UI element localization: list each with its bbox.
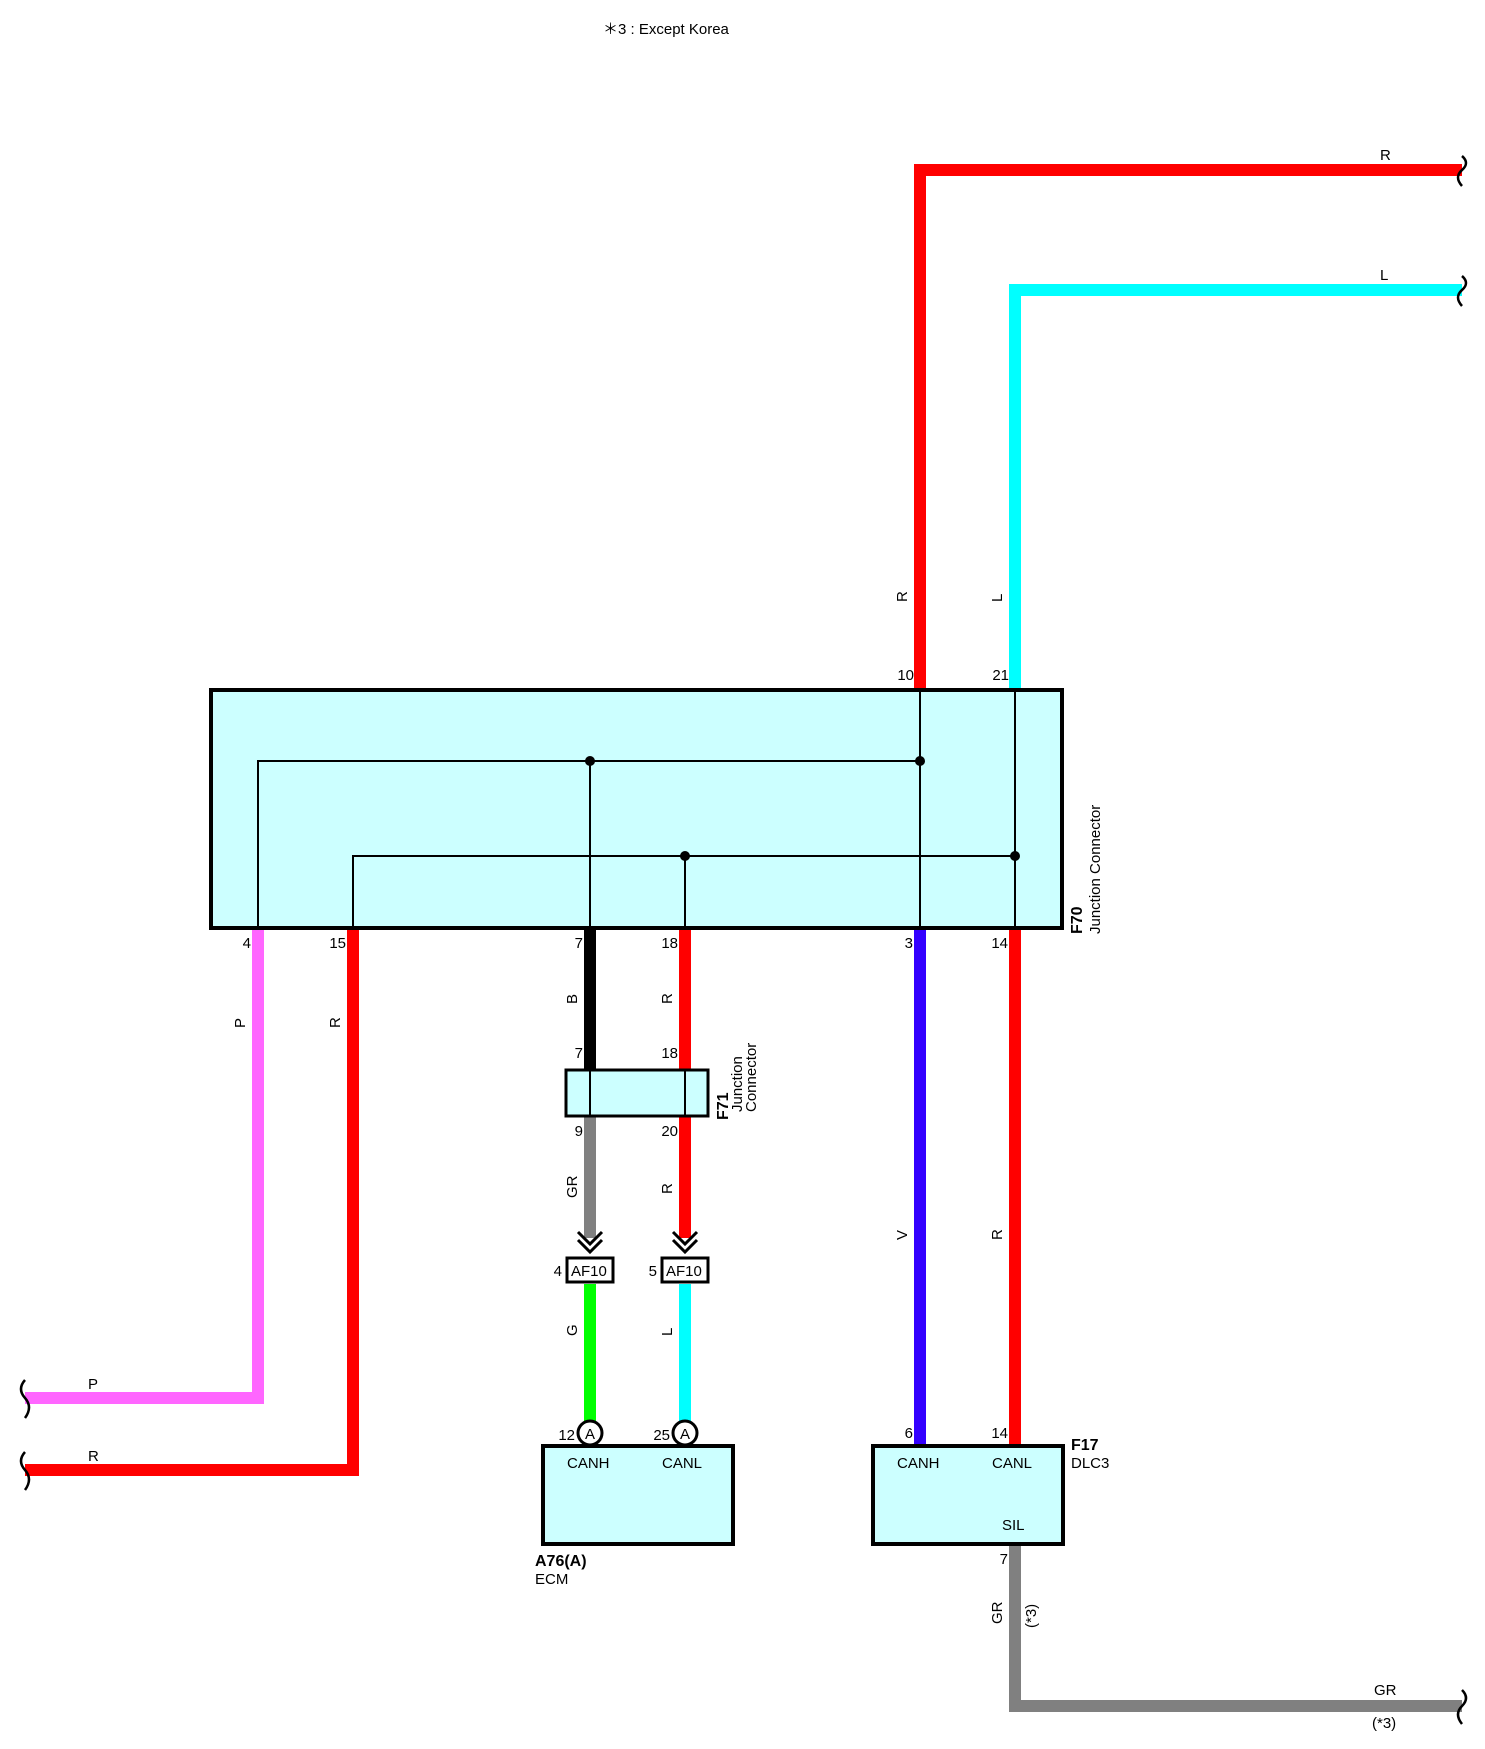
f70-code: F70 [1069,906,1086,934]
ecm-canh: CANH [567,1455,610,1472]
splice-dot [1010,851,1020,861]
ecm-marker: A [585,1426,595,1443]
f71-box [564,1068,710,1118]
wire-color-label: R [88,1448,99,1465]
wire-color-label: L [989,594,1006,602]
break-mark-icon [19,1451,31,1491]
wire-color-label: GR [1374,1682,1397,1699]
af10-label-5: AF10 [666,1263,702,1280]
dlc3-name: DLC3 [1071,1455,1109,1472]
ecm-code: A76(A) [535,1553,587,1570]
wire-color-label: P [232,1018,249,1028]
wire-color-label: P [88,1376,98,1393]
ecm-canl: CANL [662,1455,702,1472]
connector-chevron-icon [576,1238,604,1255]
wire-color-label: R [894,591,911,602]
footnote: ＊3 : Except Korea [603,21,730,38]
af10-box-5 [660,1256,710,1284]
dlc3-canh: CANH [897,1455,940,1472]
pin-number: 6 [905,1425,913,1442]
wire-color-label: R [659,1183,676,1194]
pin-number: 7 [575,1045,583,1062]
f70-bus-h [257,760,920,928]
ecm-connector-a-icon [671,1419,699,1447]
wire-color-label: R [989,1229,1006,1240]
f71-code: F71 [715,1092,732,1120]
ecm-box [541,1444,735,1546]
splice-dot [680,851,690,861]
wire-f70-21-l [1009,284,1462,690]
pin-number: 15 [329,935,346,952]
dlc3-canl: CANL [992,1455,1032,1472]
pin-number: 20 [661,1123,678,1140]
break-mark-icon [1456,275,1468,307]
f70-bus-l [352,855,1015,928]
dlc3-box [871,1444,1065,1546]
connector-chevron-icon [671,1230,699,1247]
pin-number: 14 [991,935,1008,952]
wire-note: (*3) [1372,1715,1396,1732]
af10-label-4: AF10 [571,1263,607,1280]
ecm-connector-a-icon [576,1419,604,1447]
pin-number: 18 [661,935,678,952]
wire-f70-10-r [914,164,1462,690]
pin-number: 4 [554,1263,562,1280]
wire-color-label: V [894,1230,911,1240]
pin-number: 7 [575,935,583,952]
pin-number: 12 [558,1427,575,1444]
pin-number: 4 [243,935,251,952]
pin-number: 7 [1000,1551,1008,1568]
f70-box [209,688,1064,930]
connector-chevron-icon [671,1238,699,1255]
wire-color-label: GR [989,1601,1006,1624]
wire-color-label: R [659,993,676,1004]
wire-color-label: B [564,994,581,1004]
wire-color-label: GR [564,1175,581,1198]
wire-color-label: R [1380,147,1391,164]
wire-f70-4-p [25,928,264,1404]
f71-name-2: Connector [743,1043,760,1112]
pin-number: 14 [991,1425,1008,1442]
af10-box-4 [565,1256,615,1284]
pin-number: 10 [897,667,914,684]
wire-f70-15-r [25,928,359,1476]
break-mark-icon [19,1379,31,1419]
break-mark-icon [1456,155,1468,187]
pin-number: 9 [575,1123,583,1140]
ecm-marker: A [680,1426,690,1443]
break-mark-icon [1456,1689,1468,1725]
splice-dot [585,756,595,766]
pin-number: 21 [992,667,1009,684]
wire-color-label: L [1380,267,1388,284]
wire-color-label: G [564,1324,581,1336]
wire-color-label: R [327,1017,344,1028]
splice-dot [915,756,925,766]
dlc3-code: F17 [1071,1437,1099,1454]
wire-note: (*3) [1023,1604,1040,1628]
connector-chevron-icon [576,1230,604,1247]
pin-number: 25 [653,1427,670,1444]
pin-number: 18 [661,1045,678,1062]
dlc3-sil: SIL [1002,1517,1025,1534]
pin-number: 5 [649,1263,657,1280]
f71-name-1: Junction [729,1056,746,1112]
f70-name: Junction Connector [1087,805,1104,934]
wire-color-label: L [659,1328,676,1336]
wire-dlc3-sil-gr [1009,1544,1462,1712]
ecm-name: ECM [535,1571,568,1588]
pin-number: 3 [905,935,913,952]
